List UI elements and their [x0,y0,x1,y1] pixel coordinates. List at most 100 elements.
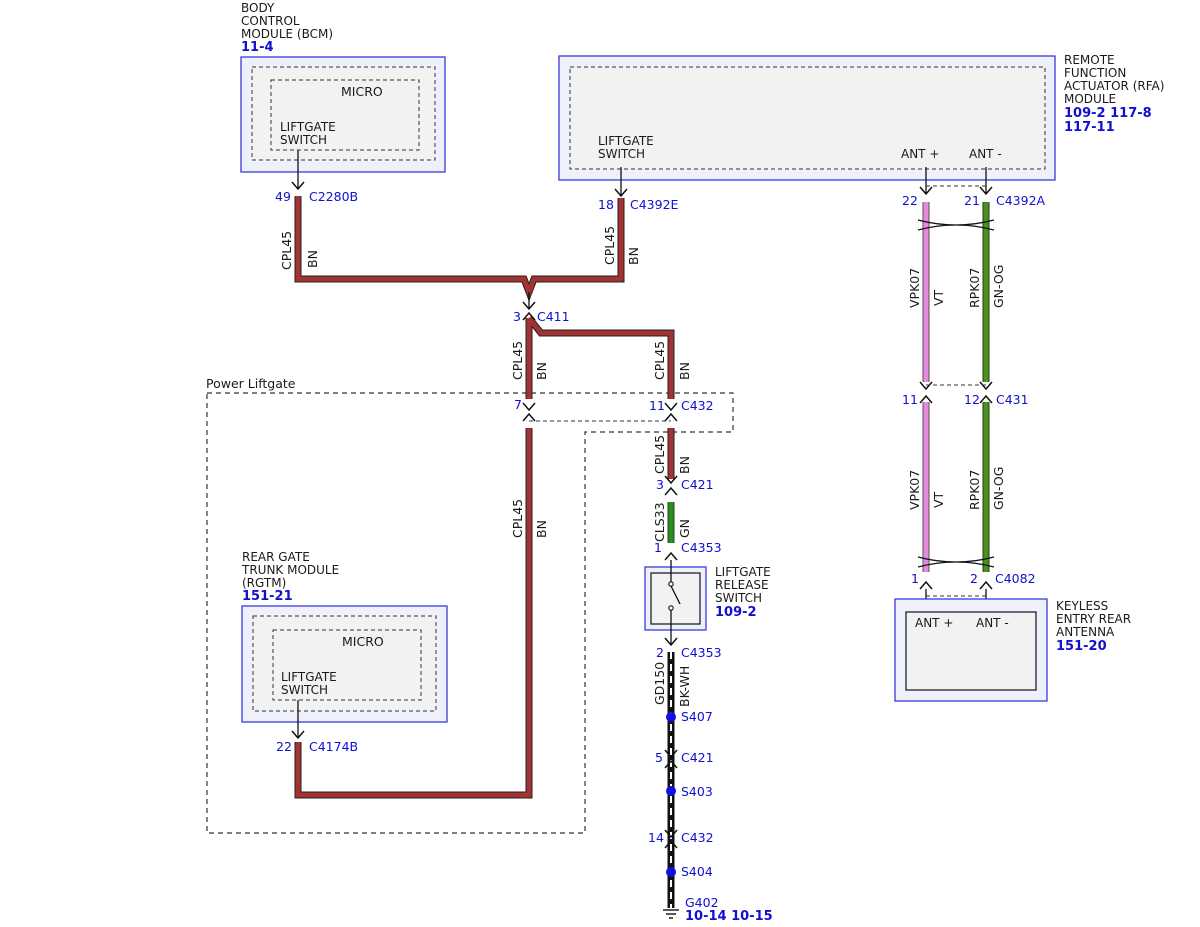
rfa-ant-minus-pin: 21 [964,193,980,208]
splice-s403: S403 [681,784,713,799]
bcm-pin: 49 [275,189,291,204]
splice-s403-dot [666,786,676,796]
bcm-connector: C2280B [309,189,358,204]
rfa-name-line-2: FUNCTION [1064,66,1126,80]
wire-color-cpl45-c411-left: BN [534,362,549,380]
wire-color-gnog-lower: GN-OG [991,467,1006,510]
c411-pin: 3 [513,309,521,324]
cpl45-wiring: CPL45 BN CPL45 BN 3 C411 CPL45 BN CPL45 … [279,196,714,799]
c431-pin-left: 11 [902,392,918,407]
wire-label-gd150: GD150 [652,662,667,705]
rfa-ant-plus: ANT + [901,147,939,161]
rgtm-switch-line-2: SWITCH [281,683,328,697]
release-switch-ref-link[interactable]: 109-2 [715,605,757,620]
antenna-pin-minus: 2 [970,571,978,586]
rgtm-switch-line-1: LIFTGATE [281,670,337,684]
wire-label-cpl45-c411-right: CPL45 [652,341,667,380]
antenna-ant-plus: ANT + [915,616,953,630]
bcm-micro-label: MICRO [341,84,383,99]
antenna-module: ANT + ANT - KEYLESS ENTRY REAR ANTENNA 1… [894,598,1131,702]
c421-top-pin: 3 [656,477,664,492]
ground-icon [663,909,679,919]
wire-color-gnog-upper: GN-OG [991,265,1006,308]
wire-color-vt-lower: VT [931,491,946,508]
bcm-switch-line-1: LIFTGATE [280,120,336,134]
wire-label-cls33: CLS33 [652,502,667,542]
rgtm-micro-label: MICRO [342,634,384,649]
wire-label-cpl45-c411-left: CPL45 [510,341,525,380]
rgtm-name-line-3: (RGTM) [242,576,286,590]
c432-right-pin: 11 [649,398,665,413]
splice-s404: S404 [681,864,713,879]
wire-label-rpk07-upper: RPK07 [967,268,982,308]
antenna-pin-plus: 1 [911,571,919,586]
c4353-bot-name: C4353 [681,645,722,660]
wire-color-cpl45-c411-right: BN [677,362,692,380]
c431-pin-right: 12 [964,392,980,407]
bcm-name-line-3: MODULE (BCM) [241,27,333,41]
rgtm-module: REAR GATE TRUNK MODULE (RGTM) 151-21 MIC… [241,550,448,754]
wire-label-vpk07-upper: VPK07 [907,268,922,308]
rfa-ant-plus-pin: 22 [902,193,918,208]
release-switch-line-1: LIFTGATE [715,565,771,579]
wire-label-cpl45-c421: CPL45 [652,435,667,474]
c4353-top-name: C4353 [681,540,722,555]
gd150-wiring: GD150 BK-WH S407 5 C421 S403 14 C432 S40… [648,652,773,924]
c431-name: C431 [996,392,1029,407]
rgtm-ref-link[interactable]: 151-21 [242,589,293,604]
liftgate-release-switch: LIFTGATE RELEASE SWITCH 109-2 2 C4353 [644,560,771,660]
rfa-module: LIFTGATE SWITCH ANT + ANT - REMOTE FUNCT… [558,53,1164,212]
splice-s404-dot [666,867,676,877]
ground-name: G402 [685,895,719,910]
rfa-ant-connector: C4392A [996,193,1046,208]
wire-color-vt-upper: VT [931,289,946,306]
c432-bot-name: C432 [681,830,714,845]
rfa-ref-link-2[interactable]: 117-11 [1064,120,1115,135]
wire-color-cls33: GN [677,519,692,538]
rgtm-connector: C4174B [309,739,358,754]
antenna-name-line-3: ANTENNA [1056,625,1115,639]
splice-s407: S407 [681,709,713,724]
wire-color-cpl45-rgtm: BN [534,520,549,538]
wire-label-rpk07-lower: RPK07 [967,470,982,510]
rfa-switch-line-2: SWITCH [598,147,645,161]
rfa-ant-minus: ANT - [969,147,1002,161]
c432-bot-pin: 14 [648,830,664,845]
wire-color-cpl45-rfa: BN [626,247,641,265]
rfa-name-line-4: MODULE [1064,92,1116,106]
bcm-module: BODY CONTROL MODULE (BCM) 11-4 MICRO LIF… [240,1,446,204]
c421-top-name: C421 [681,477,714,492]
wire-color-cpl45-c421: BN [677,456,692,474]
wire-color-cpl45-bcm: BN [305,250,320,268]
antenna-ant-minus: ANT - [976,616,1009,630]
rgtm-name-line-1: REAR GATE [242,550,310,564]
bcm-name-line-2: CONTROL [241,14,300,28]
bcm-name-line-1: BODY [241,1,275,15]
release-switch-line-3: SWITCH [715,591,762,605]
c4353-bot-pin: 2 [656,645,664,660]
rfa-switch-connector: C4392E [630,197,679,212]
splice-s407-dot [666,712,676,722]
antenna-name-line-2: ENTRY REAR [1056,612,1131,626]
bcm-ref-link[interactable]: 11-4 [241,40,274,55]
bcm-switch-line-2: SWITCH [280,133,327,147]
rfa-name-line-1: REMOTE [1064,53,1115,67]
rfa-name-line-3: ACTUATOR (RFA) [1064,79,1164,93]
c432-right-name: C432 [681,398,714,413]
cls33-wiring: CLS33 GN 1 C4353 [652,502,722,561]
wire-label-vpk07-lower: VPK07 [907,470,922,510]
wire-label-cpl45-bcm: CPL45 [279,231,294,270]
rfa-ref-link-1[interactable]: 109-2 117-8 [1064,106,1152,121]
wire-label-cpl45-rgtm: CPL45 [510,499,525,538]
c432-left-pin: 7 [514,397,522,412]
rgtm-pin: 22 [276,739,292,754]
c411-name: C411 [537,309,570,324]
antenna-connector: C4082 [995,571,1036,586]
antenna-name-line-1: KEYLESS [1056,599,1108,613]
antenna-ref-link[interactable]: 151-20 [1056,639,1107,654]
antenna-wiring: VPK07 VT RPK07 GN-OG 11 12 C431 VPK07 VT… [902,202,1036,612]
ground-ref-link[interactable]: 10-14 10-15 [685,909,773,924]
region-label: Power Liftgate [206,376,296,391]
c421-bot-name: C421 [681,750,714,765]
